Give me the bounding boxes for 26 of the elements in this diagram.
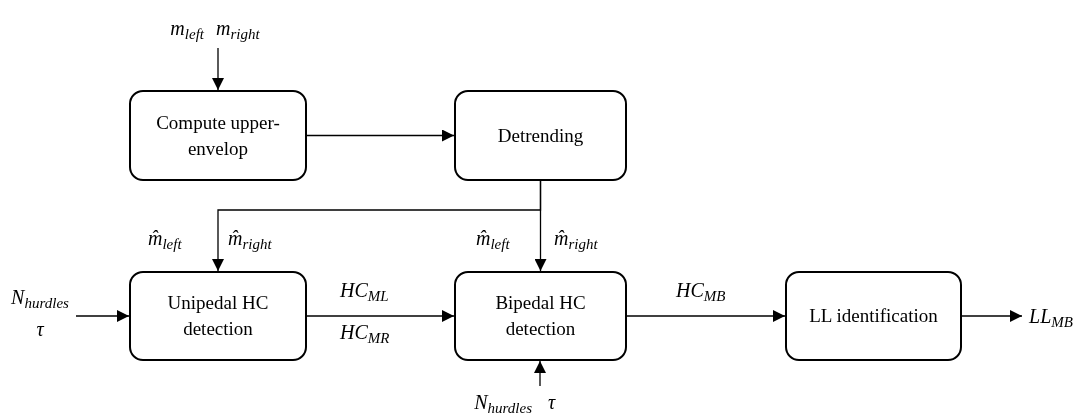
arrow: [75, 310, 130, 322]
signal-label: HC$_{ML}$: [340, 280, 389, 300]
arrow: [306, 129, 455, 142]
signal-label: τ: [36, 319, 44, 339]
box-label: Compute upper-envelop: [155, 110, 281, 161]
process-box: [785, 271, 962, 361]
signal-label: HC$_{MR}$: [340, 322, 390, 342]
process-box: [454, 271, 627, 361]
signal-label: τ: [548, 392, 557, 412]
signal-label: N$_{hurdles}$: [473, 392, 532, 412]
box-label: Detrending: [497, 123, 584, 148]
box-label: Bipedal HC detection: [494, 291, 587, 341]
edge-label: HC$_{MB}$: [676, 280, 726, 300]
signal-label: N$_{hurdles}$: [11, 287, 69, 307]
process-box: [129, 90, 307, 181]
arrow: [212, 47, 224, 91]
signal-label: LL$_{MB}$: [1029, 306, 1073, 326]
arrow: [534, 180, 547, 272]
box-label: Unipedal HC detection: [166, 291, 270, 341]
arrow: [306, 310, 455, 322]
box-label: LL identification: [809, 304, 938, 328]
process-box: [454, 90, 627, 181]
arrow: [626, 310, 786, 322]
arrow: [961, 310, 1023, 322]
arrow: [534, 360, 546, 387]
process-box: [129, 271, 307, 361]
